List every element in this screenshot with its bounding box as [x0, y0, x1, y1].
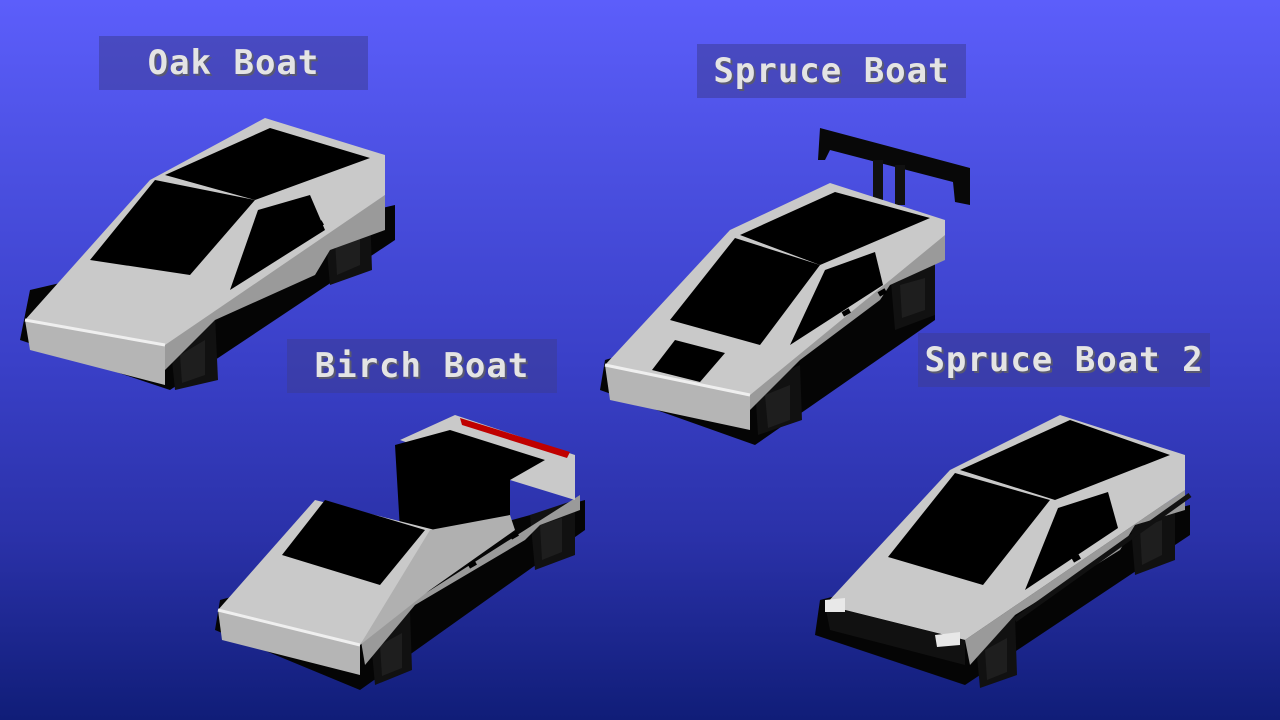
label-spruce-boat: Spruce Boat	[697, 44, 966, 98]
label-spruce-boat-2: Spruce Boat 2	[918, 333, 1210, 387]
label-birch-boat: Birch Boat	[287, 339, 557, 393]
birch-boat-vehicle	[215, 415, 585, 690]
oak-boat-vehicle	[20, 118, 395, 390]
label-text: Spruce Boat 2	[924, 340, 1204, 380]
spruce-boat-vehicle	[600, 128, 970, 445]
label-text: Oak Boat	[147, 43, 320, 83]
label-text: Birch Boat	[314, 346, 530, 386]
spruce-boat-2-vehicle	[815, 415, 1192, 688]
label-text: Spruce Boat	[713, 51, 950, 91]
label-oak-boat: Oak Boat	[99, 36, 368, 90]
